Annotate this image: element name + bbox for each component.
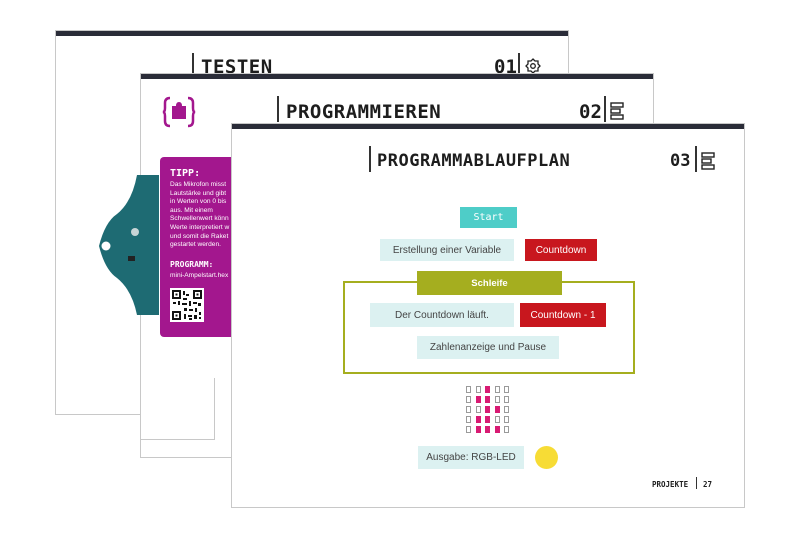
led-matrix <box>466 386 514 436</box>
tip-line: Lautstärke und gibt <box>170 189 227 197</box>
title-divider <box>192 53 194 77</box>
page-number: 01 <box>494 56 517 78</box>
gear-icon <box>525 58 541 74</box>
led-off <box>466 426 471 433</box>
tip-line: und somit die Raket <box>170 232 229 240</box>
page-top-bar <box>56 31 568 36</box>
tip-line: gestartet werden. <box>170 241 221 249</box>
led-off <box>466 406 471 413</box>
led-on <box>485 396 490 403</box>
tip-line: Werte interpretiert w <box>170 223 230 231</box>
page-title: PROGRAMMIEREN <box>286 101 442 123</box>
led-off <box>504 426 509 433</box>
tip-line: aus. Mit einem <box>170 206 213 214</box>
page-programmablaufplan: PROGRAMMABLAUFPLAN 03 Start Erstellung e… <box>231 123 745 508</box>
create-variable-node: Erstellung einer Variable <box>380 239 514 261</box>
page-top-bar <box>141 74 653 79</box>
footer-divider <box>696 477 697 489</box>
tip-line: in Werten von 0 bis <box>170 198 227 206</box>
tip-text: Das Mikrofon misst Lautstärke und gibt i… <box>170 181 238 250</box>
countdown-running-node: Der Countdown läuft. <box>370 303 514 327</box>
title-divider <box>369 146 371 172</box>
start-node: Start <box>460 207 517 228</box>
led-off <box>494 396 500 403</box>
number-divider <box>695 146 697 172</box>
countdown-decrement-node: Countdown - 1 <box>520 303 606 327</box>
led-off <box>494 386 500 393</box>
program-heading: PROGRAMM: <box>170 260 214 269</box>
page-title: TESTEN <box>201 56 273 78</box>
led-on <box>475 416 481 423</box>
led-off <box>504 416 509 423</box>
puzzle-piece-icon <box>162 96 196 128</box>
output-node: Ausgabe: RGB-LED <box>418 446 524 469</box>
led-on <box>485 386 490 393</box>
tip-line: Das Mikrofon misst <box>170 181 227 188</box>
led-off <box>494 416 500 423</box>
led-off <box>466 386 471 393</box>
countdown-variable: Countdown <box>525 239 597 261</box>
list-icon <box>701 152 715 170</box>
tip-heading: TIPP: <box>170 168 201 179</box>
tip-panel: TIPP: Das Mikrofon misst Lautstärke und … <box>160 157 238 337</box>
number-display-node: Zahlenanzeige und Pause <box>417 336 559 359</box>
page-top-bar <box>232 124 744 129</box>
number-divider <box>518 53 520 77</box>
program-file: mini-Ampelstart.hex <box>170 272 229 279</box>
led-off <box>475 406 481 413</box>
number-divider <box>604 96 606 122</box>
led-on <box>485 426 490 433</box>
footer-page-number: 27 <box>703 480 713 489</box>
page-outline-fragment <box>214 378 215 440</box>
device-illustration <box>99 175 159 315</box>
led-on <box>494 406 500 413</box>
qr-code-icon <box>170 288 204 322</box>
led-off <box>466 396 471 403</box>
led-off <box>504 386 509 393</box>
title-divider <box>277 96 279 122</box>
rgb-led-icon <box>535 446 558 469</box>
led-off <box>475 386 481 393</box>
led-on <box>475 396 481 403</box>
page-outline-fragment <box>140 439 215 440</box>
footer-section: PROJEKTE <box>652 480 689 489</box>
led-on <box>485 416 490 423</box>
page-title: PROGRAMMABLAUFPLAN <box>377 151 571 171</box>
loop-label: Schleife <box>417 271 562 295</box>
led-off <box>504 406 509 413</box>
led-off <box>466 416 471 423</box>
led-off <box>504 396 509 403</box>
page-number: 03 <box>670 151 691 171</box>
led-on <box>485 406 490 413</box>
tip-line: Schwellenwert könn <box>170 215 229 223</box>
led-on <box>475 426 481 433</box>
led-on <box>494 426 500 433</box>
page-number: 02 <box>579 101 602 123</box>
list-icon <box>610 102 624 120</box>
